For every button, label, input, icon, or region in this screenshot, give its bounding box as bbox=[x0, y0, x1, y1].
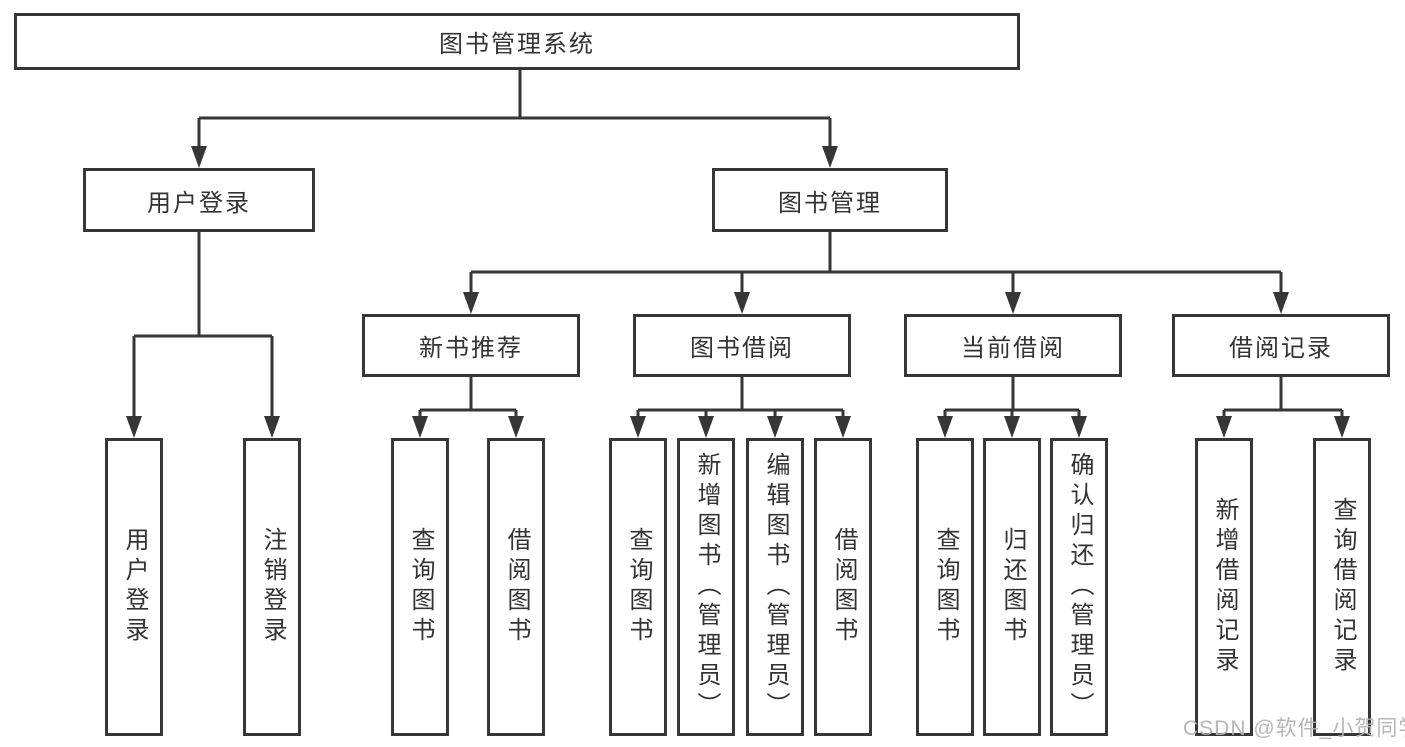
node-logout: 注销登录 bbox=[243, 438, 301, 736]
node-query-books-current: 查询图书 bbox=[916, 438, 974, 736]
node-label: 查询图书 bbox=[932, 527, 959, 647]
node-borrow-books-leaf: 借阅图书 bbox=[814, 438, 872, 736]
node-query-books-borrow: 查询图书 bbox=[609, 438, 667, 736]
node-book-management: 图书管理 bbox=[712, 168, 948, 232]
node-label: 归还图书 bbox=[999, 527, 1026, 647]
node-label: 新增借阅记录 bbox=[1211, 497, 1238, 677]
node-label: 新书推荐 bbox=[419, 335, 523, 362]
node-borrow-records: 借阅记录 bbox=[1172, 314, 1390, 377]
node-query-borrow-record: 查询借阅记录 bbox=[1313, 438, 1371, 736]
node-edit-book-admin: 编辑图书（管理员） bbox=[746, 438, 804, 736]
node-user-login: 用户登录 bbox=[83, 168, 315, 232]
csdn-watermark: CSDN @软件_小贺同学 bbox=[1183, 717, 1405, 740]
node-new-book-recommend: 新书推荐 bbox=[362, 314, 580, 377]
node-label: 图书借阅 bbox=[690, 335, 794, 362]
node-label: 借阅图书 bbox=[503, 527, 530, 647]
node-book-borrow: 图书借阅 bbox=[633, 314, 851, 377]
node-label: 借阅图书 bbox=[830, 527, 857, 647]
node-query-books-recommend: 查询图书 bbox=[391, 438, 449, 736]
node-library-management-system: 图书管理系统 bbox=[14, 13, 1020, 70]
node-borrow-books-recommend: 借阅图书 bbox=[487, 438, 545, 736]
node-label: 借阅记录 bbox=[1229, 335, 1333, 362]
node-confirm-return-admin: 确认归还（管理员） bbox=[1050, 438, 1108, 736]
node-label: 确认归还（管理员） bbox=[1066, 452, 1093, 722]
node-label: 查询图书 bbox=[625, 527, 652, 647]
node-add-borrow-record: 新增借阅记录 bbox=[1195, 438, 1253, 736]
node-return-book: 归还图书 bbox=[983, 438, 1041, 736]
node-label: 用户登录 bbox=[121, 527, 148, 647]
node-label: 编辑图书（管理员） bbox=[762, 452, 789, 722]
node-label: 查询借阅记录 bbox=[1329, 497, 1356, 677]
node-label: 图书管理 bbox=[778, 189, 882, 217]
node-label: 注销登录 bbox=[259, 527, 286, 647]
node-label: 用户登录 bbox=[147, 189, 251, 217]
node-add-book-admin: 新增图书（管理员） bbox=[677, 438, 735, 736]
node-label: 新增图书（管理员） bbox=[693, 452, 720, 722]
node-user-login-leaf: 用户登录 bbox=[105, 438, 163, 736]
node-label: 图书管理系统 bbox=[439, 31, 595, 58]
node-label: 查询图书 bbox=[407, 527, 434, 647]
node-label: 当前借阅 bbox=[961, 335, 1065, 362]
node-current-borrow: 当前借阅 bbox=[904, 314, 1122, 377]
